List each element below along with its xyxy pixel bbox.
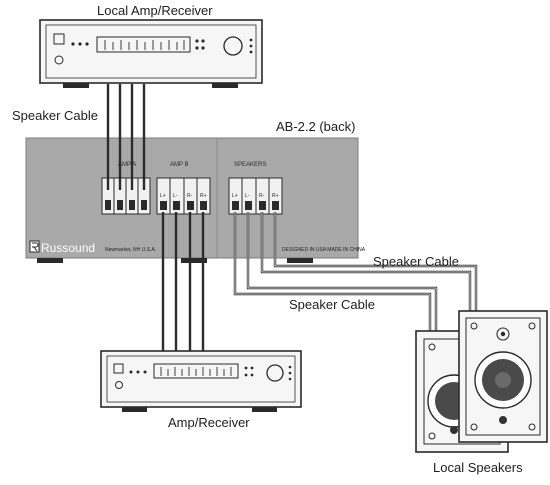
- terminal-label: L-: [173, 193, 178, 199]
- brand-name: Russound: [41, 241, 95, 255]
- amp-receiver: [100, 350, 302, 412]
- amp-receiver-label: Amp/Receiver: [168, 415, 250, 430]
- local-amp-receiver: [39, 19, 263, 88]
- terminal-label: L+: [160, 193, 166, 199]
- terminal-label: R-: [187, 193, 193, 199]
- amp-b-terminal-block: [156, 177, 211, 215]
- terminal-label: L+: [232, 193, 238, 199]
- amp-b-label: AMP B: [170, 162, 189, 168]
- local-speakers-label: Local Speakers: [433, 460, 523, 475]
- local-speakers: [415, 310, 548, 453]
- speaker-front: [458, 310, 548, 443]
- model-label: AB-2.2 (back): [276, 119, 356, 134]
- ab-2-2-panel: AMP A AMP B SPEAKERS L+ L- R- R+ L+ L- R…: [25, 137, 366, 263]
- speaker-cable-label-right-lower: Speaker Cable: [289, 297, 375, 312]
- local-amp-label: Local Amp/Receiver: [97, 3, 213, 18]
- russound-logo: Russound: [29, 240, 95, 255]
- speaker-cable-label-right-upper: Speaker Cable: [373, 254, 459, 269]
- made-in-text: DESIGNED IN USA MADE IN CHINA: [282, 247, 366, 253]
- terminal-label: R-: [259, 193, 265, 199]
- terminal-label: L-: [245, 193, 250, 199]
- terminal-label: R+: [200, 193, 207, 199]
- speaker-cable-label-left: Speaker Cable: [12, 108, 98, 123]
- amp-a-terminal-block: [101, 177, 151, 215]
- speakers-terminal-block: [228, 177, 283, 215]
- location-text: Newmarket, NH U.S.A.: [105, 247, 156, 253]
- terminal-label: R+: [272, 193, 279, 199]
- amp-a-label: AMP A: [118, 162, 136, 168]
- speakers-label: SPEAKERS: [234, 162, 266, 168]
